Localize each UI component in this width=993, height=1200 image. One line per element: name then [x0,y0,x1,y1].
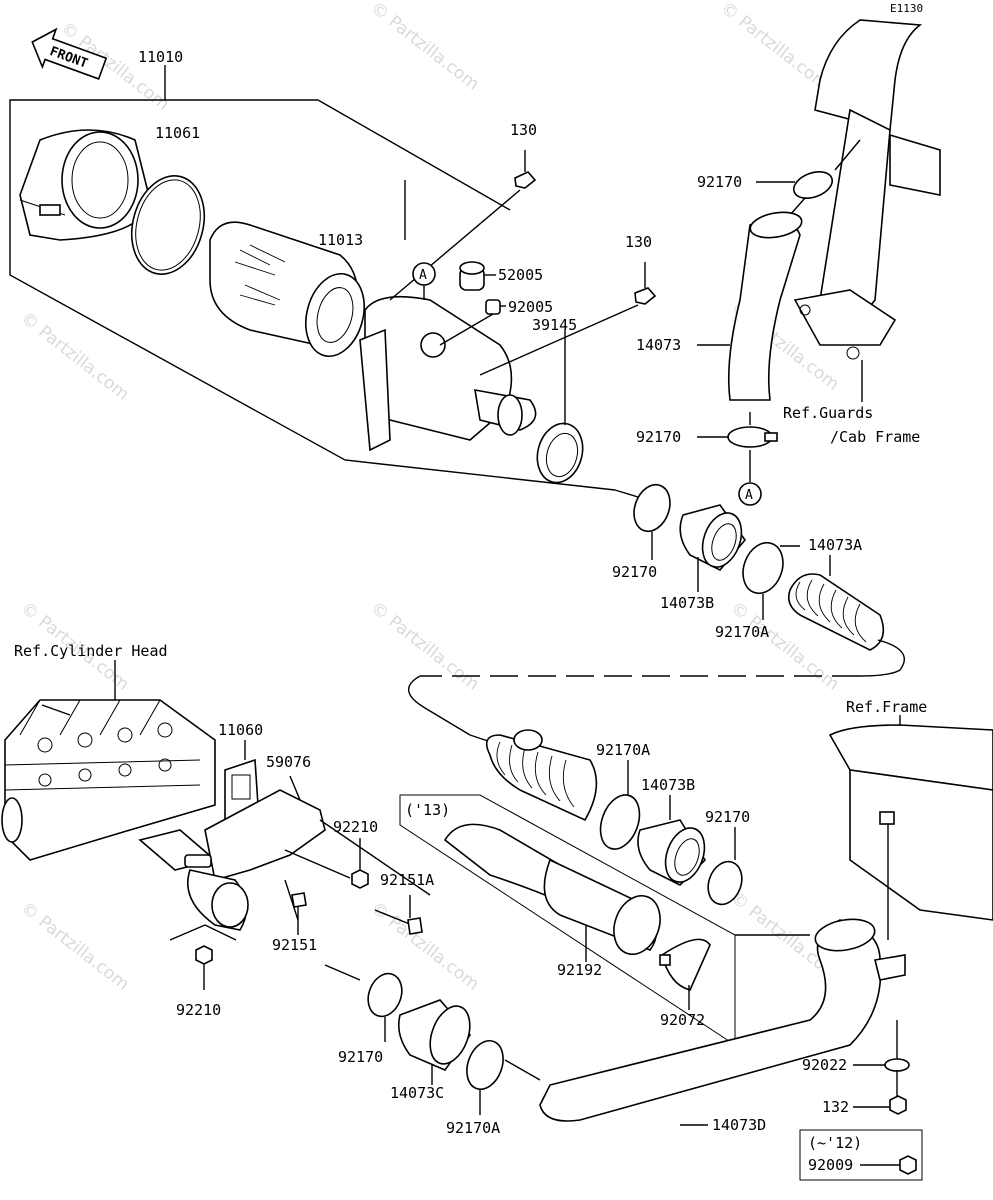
air-filter-element [209,221,365,358]
watermarks: © Partzilla.com © Partzilla.com © Partzi… [17,0,843,995]
intake-riser [793,19,941,402]
connector-right [859,639,905,677]
hose-14073 [697,211,803,401]
label-132: 132 [822,1098,849,1116]
bolt-132 [853,1070,907,1115]
clamp-92170a-mid [599,760,641,850]
label-92170a-mid: 92170A [596,741,650,759]
label-130-b: 130 [625,233,652,251]
label-92170-bottom: 92170 [338,1048,383,1066]
clamp-92170-bottom [324,964,403,1042]
label-year-13: ('13) [405,801,450,819]
label-92170a-top: 92170A [715,623,769,641]
air-cleaner-bracket [9,65,616,491]
bolt-130-b [479,262,657,376]
clamp-92170-mid [697,412,778,482]
label-ref-guards: Ref.Guards [783,404,873,422]
label-92210-bottom: 92210 [176,1001,221,1019]
clamp-92170a-bottom [466,1039,541,1115]
diagram-code: E1130 [890,2,923,15]
nut-92210-bottom [169,924,237,990]
label-ref-cylinder-head: Ref.Cylinder Head [14,642,168,660]
marker-a-top-label: A [419,268,427,283]
frame-right [828,715,993,981]
watermark-3: © Partzilla.com [717,0,833,95]
label-ref-cab-frame: /Cab Frame [830,428,920,446]
label-92170-top: 92170 [697,173,742,191]
label-11060: 11060 [218,721,263,739]
bellows-14073a [787,555,885,651]
seal-39145 [536,330,584,484]
label-92151a: 92151A [380,871,434,889]
marker-a-right-label: A [745,488,753,503]
label-92170a-bottom: 92170A [446,1119,500,1137]
label-92009: 92009 [808,1156,853,1174]
hose-14073d [539,918,882,1126]
label-92170-left: 92170 [612,563,657,581]
watermark-2: © Partzilla.com [367,0,483,95]
intake-manifold-59076 [184,775,431,931]
label-14073d: 14073D [712,1116,766,1134]
clamp-92170-right [707,827,743,906]
label-92005: 92005 [508,298,553,316]
watermark-4: © Partzilla.com [17,308,133,405]
label-92170-right: 92170 [705,808,750,826]
label-14073: 14073 [636,336,681,354]
label-92170-mid: 92170 [636,428,681,446]
clamp-92170-top [756,139,861,216]
label-92022: 92022 [802,1056,847,1074]
label-14073a: 14073A [808,536,862,554]
label-92151: 92151 [272,936,317,954]
label-92072: 92072 [660,1011,705,1029]
bolt-92151a [374,895,423,935]
label-52005: 52005 [498,266,543,284]
box-2012 [799,1129,923,1181]
connector-left [408,675,471,736]
clamp-92170-left [614,483,671,560]
marker-a-right: A [738,482,762,506]
air-cleaner-housing-lower [19,129,151,241]
label-92210-top: 92210 [333,818,378,836]
watermark-7: © Partzilla.com [367,598,483,695]
watermark-9: © Partzilla.com [17,898,133,995]
label-11061: 11061 [155,124,200,142]
o-ring [131,175,205,275]
label-14073b-mid: 14073B [641,776,695,794]
label-14073c: 14073C [390,1084,444,1102]
front-arrow-icon: FRONT [31,27,108,80]
air-cleaner-housing-upper [359,295,537,452]
label-14073b-top: 14073B [660,594,714,612]
label-year-12: (~'12) [808,1134,862,1152]
bellows-lower [485,729,598,822]
clamp-92170a-top [742,541,800,620]
labels: 11010 11061 11013 130 130 52005 92005 39… [14,48,927,1174]
bolt-92151 [284,879,307,935]
coupler-14073c [397,999,472,1085]
cylinder-head [1,660,216,861]
vacuator-valve [439,261,506,346]
label-ref-frame: Ref.Frame [846,698,927,716]
bolt-130-a [389,150,537,301]
label-130-a: 130 [510,121,537,139]
boot-14073b-top [679,504,747,592]
label-11010: 11010 [138,48,183,66]
label-92192: 92192 [557,961,602,979]
label-39145: 39145 [532,316,577,334]
boot-14073b-mid [637,795,707,886]
label-59076: 59076 [266,753,311,771]
box-2013 [399,794,736,1046]
marker-a-top: A [412,262,436,300]
nut-92210-top [351,838,369,889]
label-11013: 11013 [318,231,363,249]
